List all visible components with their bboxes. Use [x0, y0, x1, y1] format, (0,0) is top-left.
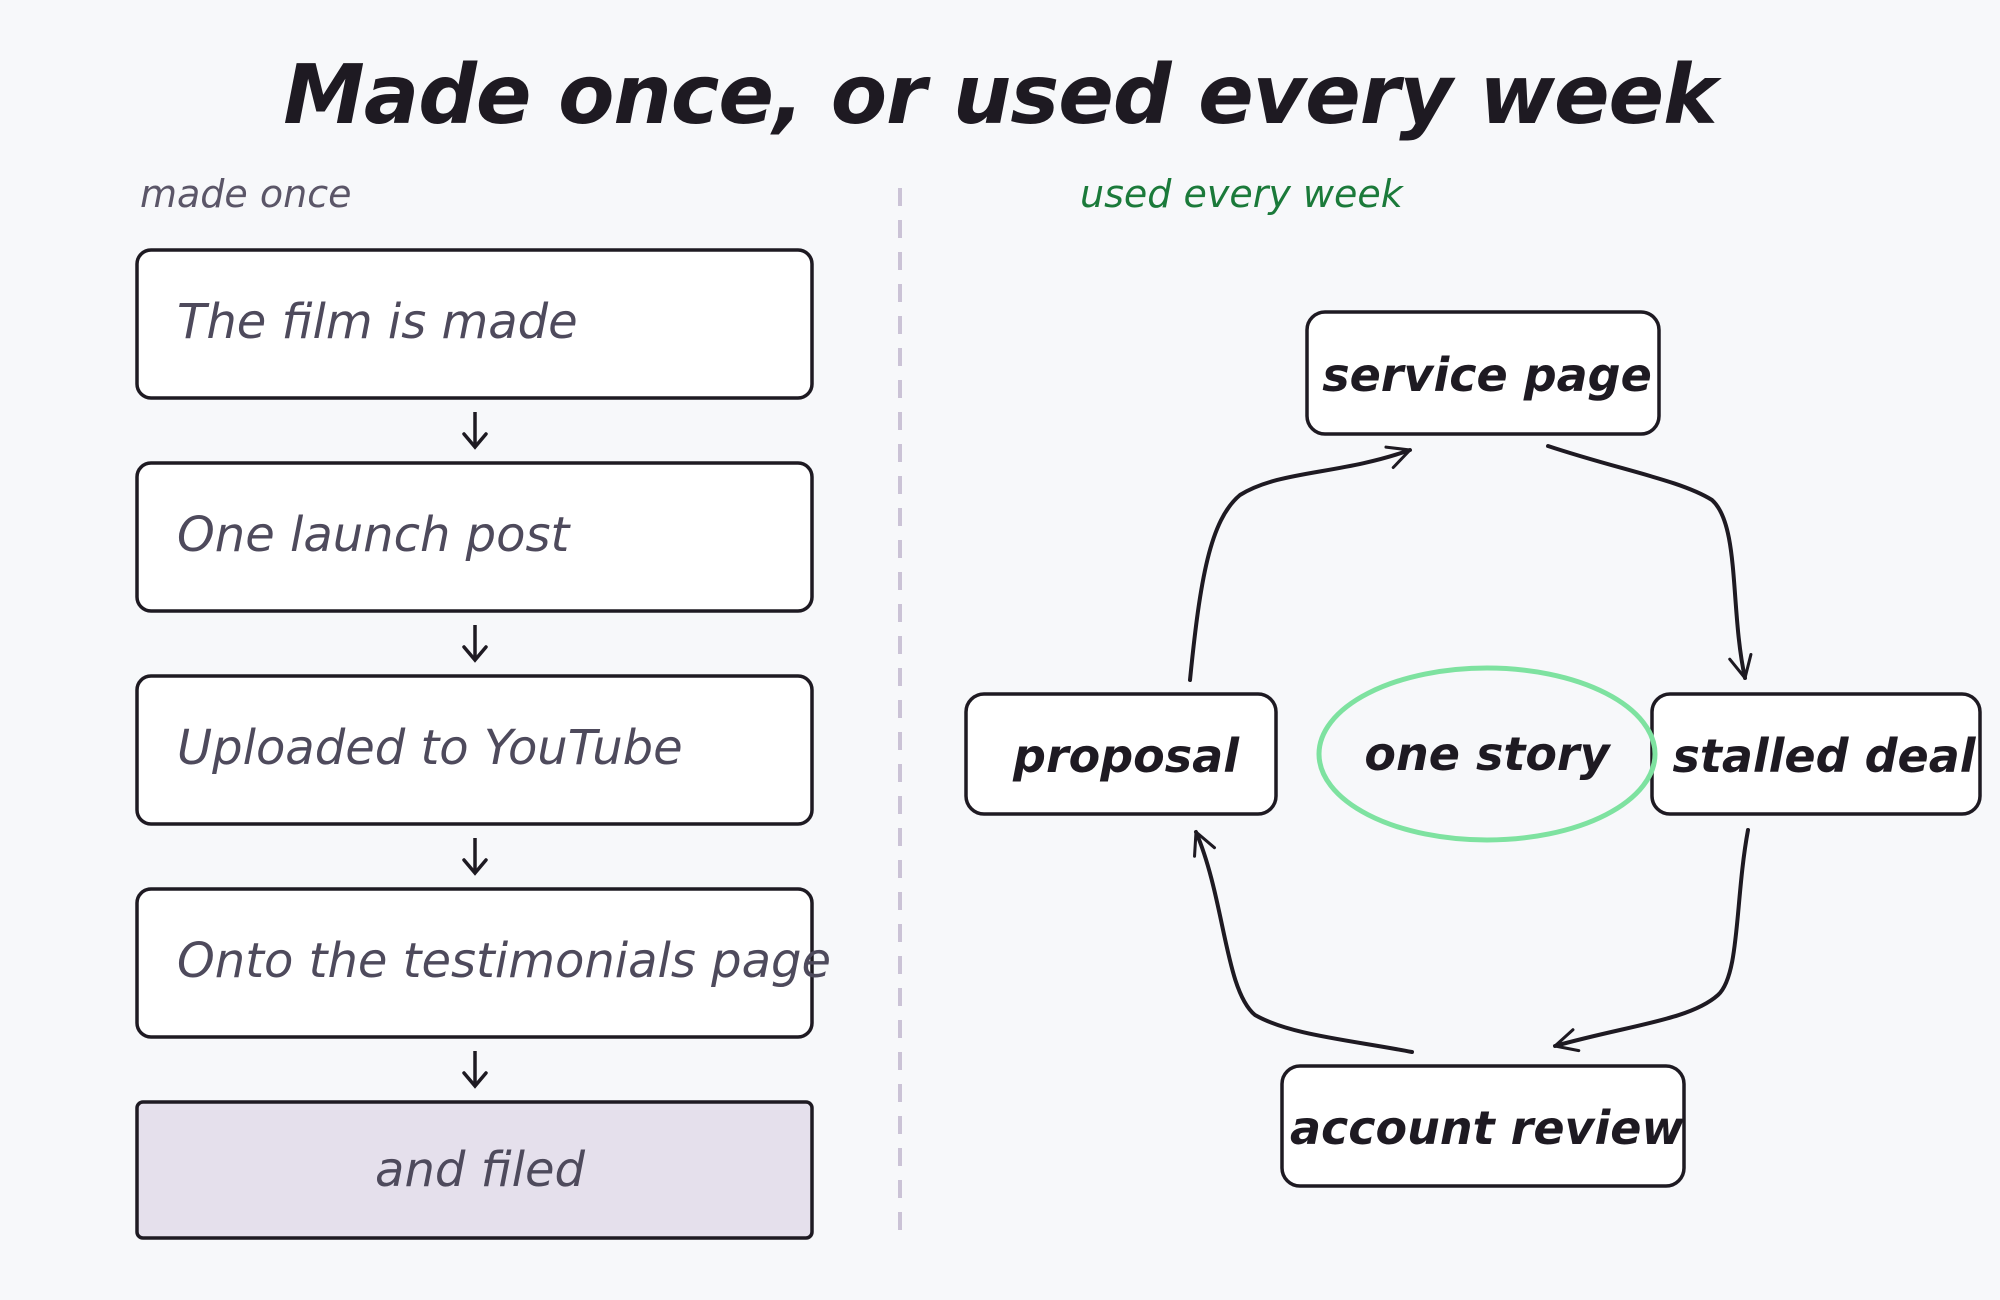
step-text-filed: and filed	[375, 1142, 585, 1198]
node-service-page-label: service page	[1322, 348, 1652, 402]
node-account-review-label: account review	[1290, 1101, 1685, 1155]
step-text-3: Uploaded to YouTube	[177, 720, 683, 776]
center-story: one story	[1316, 665, 1658, 843]
step-arrowhead-4	[462, 1071, 488, 1089]
step-text-1: The film is made	[177, 294, 578, 350]
arrow-account-review-to-proposal	[1193, 830, 1414, 1054]
node-stalled-deal: stalled deal	[1650, 692, 1982, 816]
center-ring	[1316, 665, 1658, 843]
made-once-label: made once	[140, 172, 352, 216]
arrow-stalled-deal-to-account-review	[1553, 828, 1750, 1053]
center-story-label: one story	[1364, 727, 1611, 781]
arrow-proposal-to-service-page	[1188, 445, 1412, 682]
step-box-3: Uploaded to YouTube	[135, 674, 814, 826]
step-arrowhead-3	[462, 858, 488, 876]
step-box-4: Onto the testimonials page	[135, 887, 831, 1039]
node-proposal: proposal	[964, 692, 1278, 816]
step-arrowhead-1	[462, 432, 488, 450]
node-account-review: account review	[1280, 1064, 1686, 1188]
step-text-4: Onto the testimonials page	[177, 933, 831, 989]
step-box-filed: and filed	[135, 1100, 814, 1240]
step-text-2: One launch post	[177, 507, 572, 563]
node-stalled-deal-label: stalled deal	[1672, 729, 1976, 783]
used-every-week-label: used every week	[1080, 172, 1403, 216]
step-arrowhead-2	[462, 645, 488, 663]
node-proposal-label: proposal	[1012, 729, 1240, 783]
step-box-1: The film is made	[135, 248, 814, 400]
diagram-title: Made once, or used every week	[283, 48, 1717, 143]
step-box-2: One launch post	[135, 461, 814, 613]
node-service-page: service page	[1305, 310, 1661, 436]
arrow-service-page-to-stalled-deal	[1546, 444, 1753, 680]
